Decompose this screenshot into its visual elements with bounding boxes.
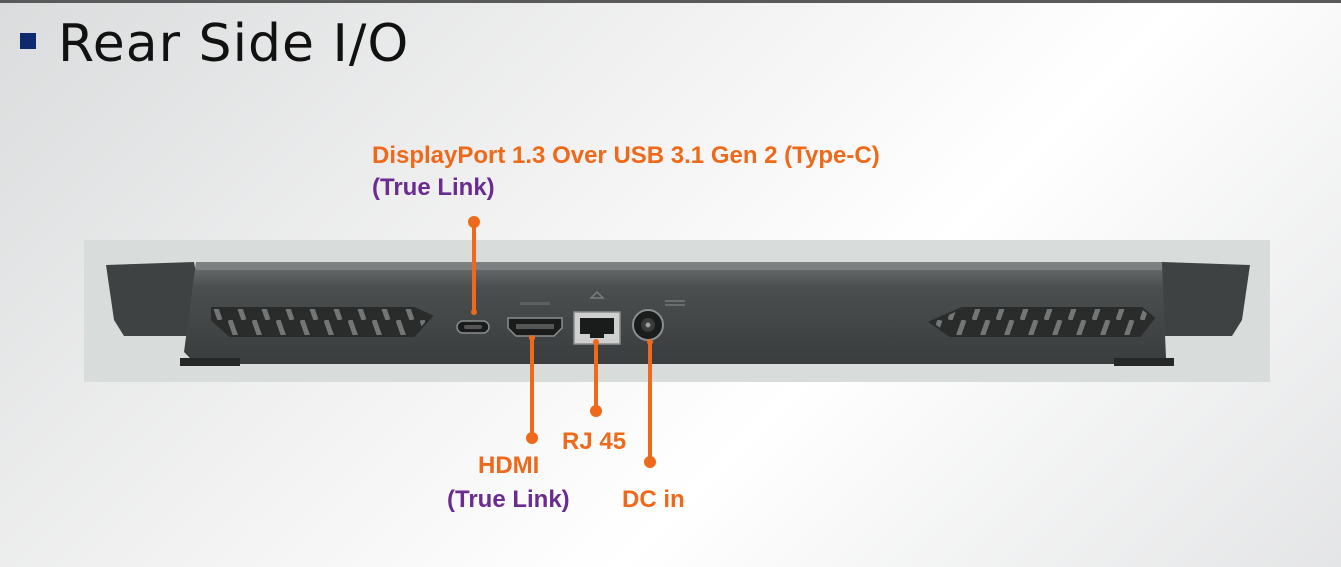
callout-dot-dc bbox=[644, 456, 656, 468]
dc-in-label: DC in bbox=[622, 486, 685, 513]
rj45-port-icon bbox=[573, 290, 621, 345]
callout-dot-displayport bbox=[468, 216, 480, 228]
hdmi-label: HDMI bbox=[478, 452, 540, 479]
hdmi-sublabel: (True Link) bbox=[447, 486, 570, 513]
top-border bbox=[0, 0, 1341, 3]
displayport-label: DisplayPort 1.3 Over USB 3.1 Gen 2 (Type… bbox=[372, 142, 880, 169]
slide-title: Rear Side I/O bbox=[58, 14, 410, 74]
displayport-sublabel: (True Link) bbox=[372, 174, 495, 201]
dc-jack-icon bbox=[632, 300, 685, 341]
rj45-label: RJ 45 bbox=[562, 428, 627, 455]
callout-dot-rj45 bbox=[590, 405, 602, 417]
laptop-rear-image bbox=[84, 240, 1270, 382]
hdmi-port-icon bbox=[507, 302, 563, 337]
usb-c-port-icon bbox=[456, 320, 490, 334]
callout-dot-hdmi bbox=[526, 432, 538, 444]
title-bullet bbox=[20, 33, 36, 49]
